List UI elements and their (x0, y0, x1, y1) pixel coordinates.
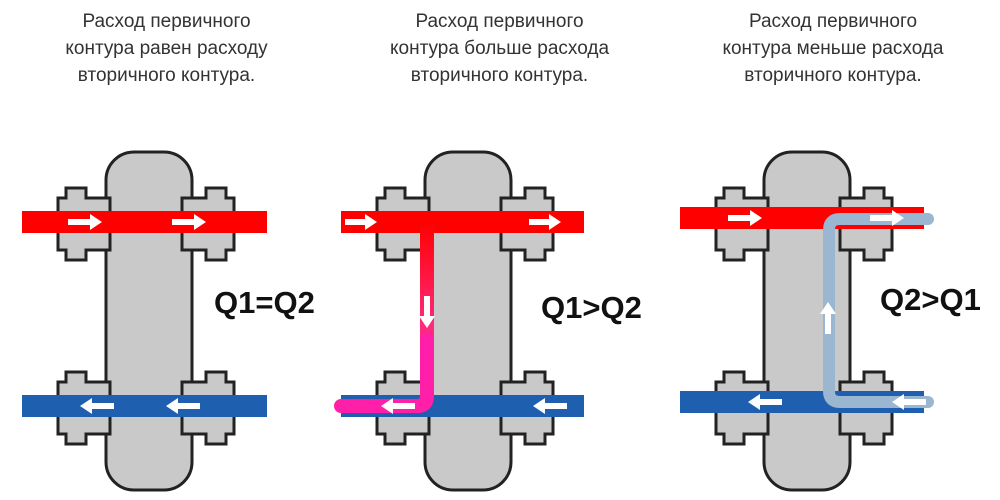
arrow-left-icon (166, 398, 200, 414)
separator-body (104, 150, 194, 492)
caption: Расход первичного контура больше расхода… (333, 8, 666, 89)
arrow-right-icon (345, 214, 377, 230)
flow-formula: Q1>Q2 (541, 290, 642, 325)
caption-line-3: вторичного контура. (744, 65, 922, 86)
hydraulic-separator-diagram (334, 150, 584, 492)
caption-line-2: контура больше расхода (389, 38, 610, 59)
arrow-left-icon (381, 398, 415, 414)
caption-line-1: Расход первичного (415, 11, 584, 32)
arrow-up-icon (820, 302, 836, 334)
separator-body (762, 150, 852, 492)
panel-equal-flow: Расход первичного контура равен расходу … (0, 0, 333, 500)
caption-line-1: Расход первичного (82, 11, 251, 32)
caption-line-3: вторичного контура. (410, 65, 589, 86)
panel-secondary-greater: Расход первичного контура меньше расхода… (666, 0, 1000, 500)
hot-supply-pipe (341, 211, 584, 233)
separator-body (423, 150, 513, 492)
caption-line-2: контура меньше расхода (722, 38, 944, 59)
flow-formula: Q2>Q1 (880, 282, 981, 317)
hot-supply-pipe (22, 211, 267, 233)
flow-formula: Q1=Q2 (214, 285, 315, 320)
caption: Расход первичного контура равен расходу … (0, 8, 333, 89)
arrow-down-icon (419, 296, 435, 328)
arrow-left-icon (892, 394, 926, 410)
arrow-left-icon (748, 394, 782, 410)
caption-line-2: контура равен расходу (65, 38, 268, 59)
arrow-right-icon (529, 214, 561, 230)
caption: Расход первичного контура меньше расхода… (666, 8, 1000, 89)
arrow-left-icon (533, 398, 567, 414)
flow-arrows (728, 210, 926, 410)
arrow-left-icon (80, 398, 114, 414)
hydraulic-separator-diagram (680, 150, 934, 492)
arrow-right-icon (728, 210, 762, 226)
caption-line-3: вторичного контура. (77, 65, 256, 86)
arrow-right-icon (68, 214, 102, 230)
flow-arrows (68, 214, 206, 414)
arrow-right-icon (870, 210, 904, 226)
cold-return-pipe (22, 395, 267, 417)
arrow-right-icon (172, 214, 206, 230)
caption-line-1: Расход первичного (748, 11, 918, 32)
flow-arrows (345, 214, 567, 414)
panel-primary-greater: Расход первичного контура больше расхода… (333, 0, 666, 500)
hydraulic-separator-diagram (22, 150, 267, 492)
bottom-flanges (714, 370, 894, 446)
